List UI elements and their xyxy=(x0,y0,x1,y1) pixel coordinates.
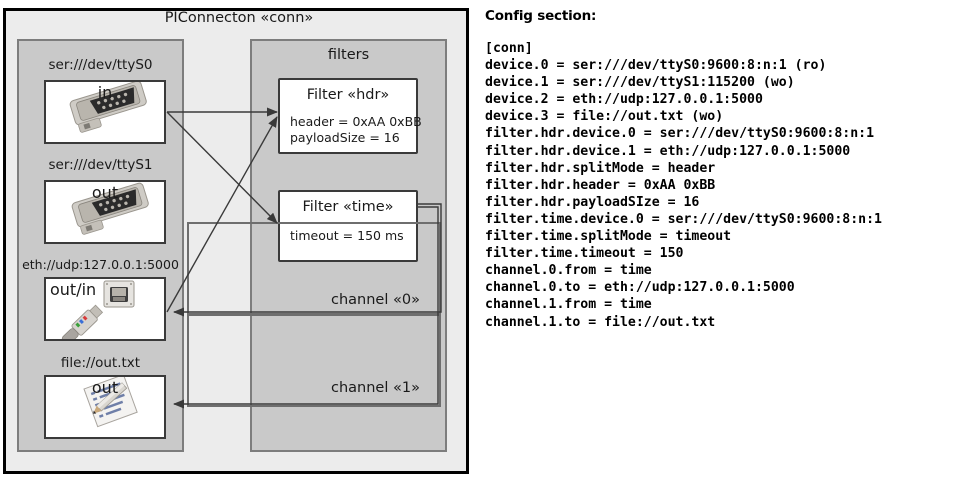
serial-port-icon xyxy=(69,80,147,133)
device-box-eth[interactable]: out/in xyxy=(44,277,166,354)
architecture-diagram: PIConnecton «conn» ser:///dev/ttyS0 xyxy=(0,0,478,484)
config-line: filter.time.splitMode = timeout xyxy=(485,229,732,245)
config-line: device.0 = ser:///dev/ttyS0:9600:8:n:1 (… xyxy=(485,58,827,74)
config-line: filter.hdr.header = 0xAA 0xBB xyxy=(485,177,716,193)
filter-box-hdr[interactable]: Filter «hdr» header = 0xAA 0xBB payloadS… xyxy=(278,78,422,154)
filters-panel-title: filters xyxy=(327,47,370,63)
config-line: filter.time.timeout = 150 xyxy=(485,246,684,262)
config-text-block: [conn] device.0 = ser:///dev/ttyS0:9600:8… xyxy=(485,40,882,331)
device-label-ttys1: ser:///dev/ttyS1 xyxy=(48,157,153,173)
device-direction-file: out xyxy=(91,378,119,397)
config-section: Config section: [conn] device.0 = ser:///… xyxy=(481,0,964,484)
device-direction-ttys0: in xyxy=(97,83,113,102)
config-line: channel.0.from = time xyxy=(485,263,652,279)
config-line: device.3 = file://out.txt (wo) xyxy=(485,109,724,125)
config-line: filter.hdr.device.0 = ser:///dev/ttyS0:9… xyxy=(485,126,875,142)
config-line: filter.time.device.0 = ser:///dev/ttyS0:… xyxy=(485,211,882,227)
device-box-ttys1[interactable]: out xyxy=(44,180,166,244)
config-line: [conn] xyxy=(485,41,533,56)
device-box-file[interactable]: out xyxy=(44,373,166,439)
channel-label-0: channel «0» xyxy=(331,292,420,308)
document-pencil-icon xyxy=(83,373,138,428)
config-heading: Config section: xyxy=(485,8,597,24)
filter-time-title: Filter «time» xyxy=(302,199,394,215)
filter-hdr-attr-header: header = 0xAA 0xBB xyxy=(290,114,422,129)
connector-title: PIConnecton «conn» xyxy=(164,10,314,26)
device-label-eth: eth://udp:127.0.0.1:5000 xyxy=(22,257,179,272)
config-line: channel.0.to = eth://udp:127.0.0.1:5000 xyxy=(485,280,795,296)
device-label-ttys0: ser:///dev/ttyS0 xyxy=(48,57,153,73)
ethernet-jack-icon xyxy=(52,280,135,354)
device-direction-ttys1: out xyxy=(91,183,119,202)
config-line: channel.1.to = file://out.txt xyxy=(485,314,716,330)
config-line: filter.hdr.device.1 = eth://udp:127.0.0.… xyxy=(485,143,851,159)
config-line: filter.hdr.payloadSIze = 16 xyxy=(485,194,700,210)
filter-hdr-attr-payloadsize: payloadSize = 16 xyxy=(290,130,400,145)
filter-hdr-title: Filter «hdr» xyxy=(306,87,390,103)
config-line: device.1 = ser:///dev/ttyS1:115200 (wo) xyxy=(485,75,795,91)
config-line: channel.1.from = time xyxy=(485,297,652,313)
channel-label-1: channel «1» xyxy=(331,380,420,396)
device-label-file: file://out.txt xyxy=(60,355,141,371)
config-line: device.2 = eth://udp:127.0.0.1:5000 xyxy=(485,92,763,108)
device-direction-eth: out/in xyxy=(50,280,97,299)
config-line: filter.hdr.splitMode = header xyxy=(485,160,716,176)
device-box-ttys0[interactable]: in xyxy=(44,80,166,144)
serial-port-icon xyxy=(71,182,149,235)
